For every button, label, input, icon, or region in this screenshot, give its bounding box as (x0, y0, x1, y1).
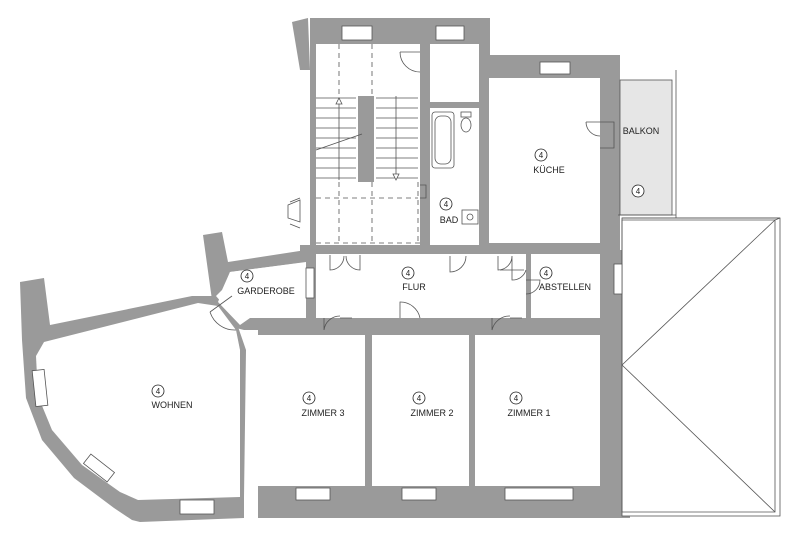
room-number-bad: 4 (444, 200, 449, 209)
balkon (618, 70, 677, 220)
label-flur: 4 FLUR (401, 266, 426, 292)
label-bad: 4 BAD (439, 197, 459, 225)
room-name-wohnen: WOHNEN (152, 400, 193, 410)
label-garderobe: 4 GARDEROBE (237, 269, 295, 296)
room-number-garderobe: 4 (245, 272, 250, 281)
room-name-zimmer3: ZIMMER 3 (301, 408, 344, 418)
room-labels: 4 KÜCHE 4 BAD BALKON 4 4 GARDEROBE 4 FLU… (152, 126, 660, 418)
room-number-flur: 4 (406, 269, 411, 278)
room-name-zimmer2: ZIMMER 2 (410, 408, 453, 418)
bathroom-fixtures (431, 111, 479, 225)
room-name-kueche: KÜCHE (533, 165, 565, 175)
label-abstellen: 4 ABSTELLEN (539, 266, 591, 292)
room-interiors (36, 44, 600, 500)
room-number-kueche: 4 (539, 151, 544, 160)
label-zimmer3: 4 ZIMMER 3 (301, 391, 345, 418)
label-zimmer1: 4 ZIMMER 1 (507, 391, 551, 418)
room-number-zimmer3: 4 (307, 394, 312, 403)
roof-area (621, 217, 781, 517)
room-name-balkon: BALKON (623, 126, 660, 136)
room-name-flur: FLUR (402, 282, 426, 292)
windows (31, 25, 623, 515)
room-number-balkon: 4 (636, 187, 641, 196)
room-number-zimmer2: 4 (417, 394, 422, 403)
label-kueche: 4 KÜCHE (533, 148, 565, 175)
room-number-wohnen: 4 (156, 387, 161, 396)
doors (209, 51, 615, 331)
room-name-bad: BAD (440, 215, 459, 225)
stairs (315, 44, 420, 245)
label-balkon: BALKON 4 (623, 126, 660, 198)
room-name-abstellen: ABSTELLEN (539, 282, 591, 292)
room-name-zimmer1: ZIMMER 1 (507, 408, 550, 418)
room-number-zimmer1: 4 (514, 394, 519, 403)
label-zimmer2: 4 ZIMMER 2 (410, 391, 454, 418)
label-wohnen: 4 WOHNEN (152, 384, 193, 410)
room-name-garderobe: GARDEROBE (237, 286, 295, 296)
room-number-abstellen: 4 (544, 269, 549, 278)
